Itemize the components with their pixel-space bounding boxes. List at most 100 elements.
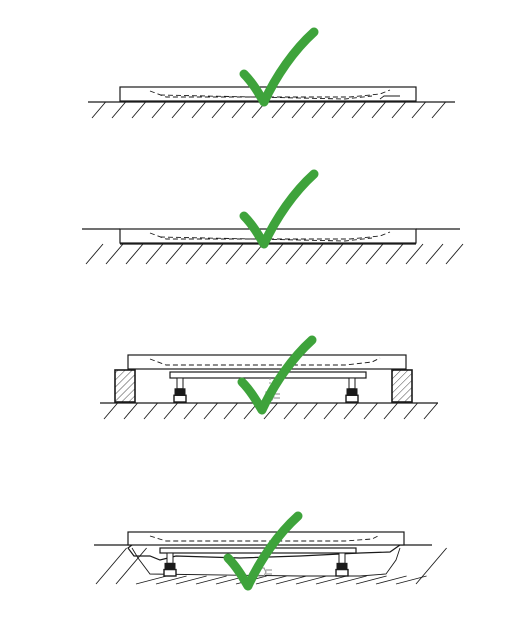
leg-part — [336, 562, 348, 570]
check-mark-stroke — [239, 27, 319, 107]
hatch-line — [245, 243, 264, 265]
hatch-line — [123, 402, 138, 420]
diagram-tray-recessed-in-floor — [82, 169, 464, 265]
check-mark-stroke — [237, 335, 317, 415]
support-block-left — [114, 369, 136, 403]
hatch-line — [325, 243, 344, 265]
hatch-line — [183, 402, 198, 420]
hatch-line — [91, 101, 106, 119]
hatch-line — [403, 402, 418, 420]
hatch-line — [263, 402, 278, 420]
hatch-line — [385, 243, 404, 265]
hatch-line — [275, 575, 307, 585]
hatch-line — [351, 101, 366, 119]
hatch-line — [185, 243, 204, 265]
hatch-line — [285, 243, 304, 265]
hatch-line — [363, 402, 378, 420]
leg-part — [346, 388, 358, 396]
leg-part — [345, 394, 359, 403]
adjustable-leg — [345, 377, 359, 403]
check-mark-icon — [239, 27, 319, 107]
leg-part — [166, 552, 174, 564]
floor-hatching — [103, 402, 438, 420]
hatch-line — [445, 243, 464, 265]
hatch-line — [375, 575, 407, 585]
hatch-line — [271, 101, 286, 119]
hatch-line — [343, 402, 358, 420]
hatch-line — [305, 243, 324, 265]
hatch-line — [225, 243, 244, 265]
hatch-line — [231, 101, 246, 119]
hatch-line — [103, 402, 118, 420]
leg-part — [176, 377, 184, 390]
hatch-line — [405, 243, 424, 265]
check-mark-stroke — [239, 169, 319, 249]
hatch-line — [315, 575, 347, 585]
hatch-line — [411, 101, 426, 119]
leg-part — [338, 552, 346, 564]
diagram-tray-on-legs-in-bedding — [94, 511, 447, 591]
support-block-right — [391, 369, 413, 403]
hatch-line — [135, 575, 167, 585]
hatch-line — [143, 402, 158, 420]
hatch-line — [125, 243, 144, 265]
hatch-line — [283, 402, 298, 420]
leg-part — [164, 562, 176, 570]
check-mark-stroke — [223, 511, 303, 591]
leg-part — [173, 394, 187, 403]
check-mark-icon — [223, 511, 303, 591]
leg-part — [335, 568, 349, 577]
hatch-line — [431, 101, 446, 119]
hatch-line — [371, 101, 386, 119]
shower-tray — [127, 354, 407, 370]
hatch-line — [205, 243, 224, 265]
tray-frame — [159, 547, 357, 554]
floor-line — [94, 544, 432, 561]
hatch-line — [115, 547, 147, 585]
hatch-line — [195, 575, 227, 585]
hatch-line — [291, 101, 306, 119]
floor-hatching — [91, 101, 446, 119]
hatch-line — [155, 575, 187, 585]
adjustable-leg — [173, 377, 187, 403]
hatch-line — [111, 101, 126, 119]
diagram-tray-on-legs-with-side-blocks — [100, 335, 438, 420]
hatch-line — [355, 575, 387, 585]
tray-frame — [169, 371, 367, 379]
hatch-line — [175, 575, 207, 585]
hatch-line — [365, 243, 384, 265]
leg-part — [163, 568, 177, 577]
hatch-line — [383, 402, 398, 420]
hatch-line — [423, 402, 438, 420]
hatch-line — [255, 575, 287, 585]
hatch-line — [95, 547, 127, 585]
adjustable-leg — [335, 552, 349, 577]
leg-part — [174, 388, 186, 396]
shower-tray — [127, 531, 405, 546]
hatch-line — [345, 243, 364, 265]
hatch-line — [295, 575, 327, 585]
adjustable-leg — [163, 552, 177, 577]
hatch-line — [303, 402, 318, 420]
floor-hatching — [95, 547, 447, 585]
bedding-outline — [131, 547, 401, 577]
hatch-line — [105, 243, 124, 265]
hatch-line — [131, 101, 146, 119]
hatch-line — [151, 101, 166, 119]
hatch-line — [223, 402, 238, 420]
hatch-line — [203, 402, 218, 420]
diagram-tray-on-floor — [88, 27, 455, 119]
hatch-line — [415, 547, 447, 585]
hatch-line — [265, 243, 284, 265]
hatch-line — [85, 243, 104, 265]
leg-part — [348, 377, 356, 390]
hatch-line — [163, 402, 178, 420]
hatch-line — [165, 243, 184, 265]
hatch-line — [323, 402, 338, 420]
hatch-line — [391, 101, 406, 119]
hatch-line — [311, 101, 326, 119]
check-mark-icon — [237, 335, 317, 415]
hatch-line — [191, 101, 206, 119]
